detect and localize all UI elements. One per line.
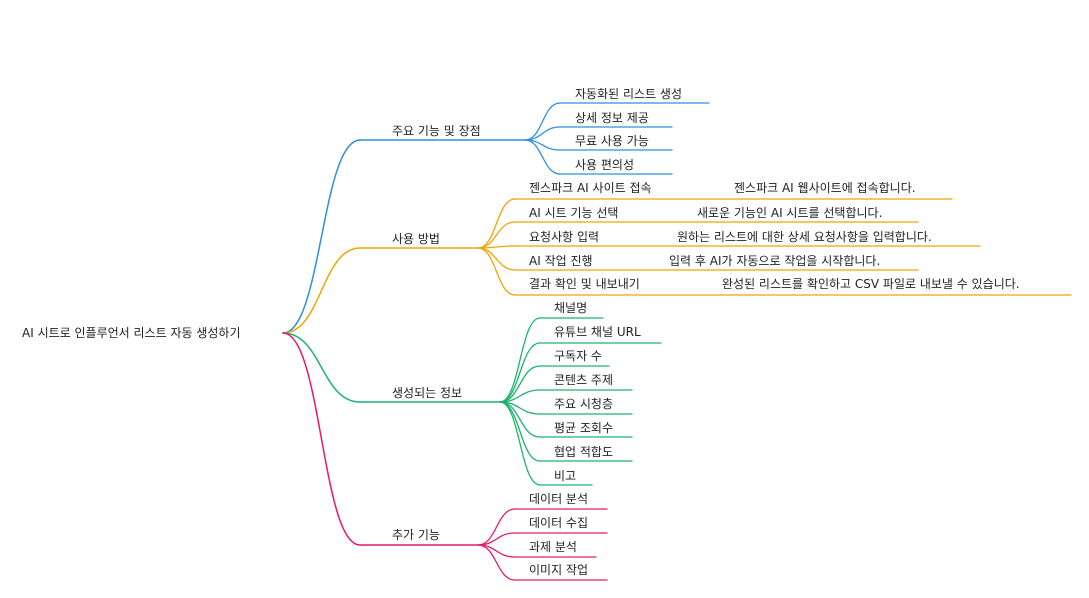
root-to-branch-connector <box>282 332 361 403</box>
leaf-extra-0[interactable]: 데이터 분석 <box>529 492 589 506</box>
leaf-usage-1-detail[interactable]: 새로운 기능인 AI 시트를 선택합니다. <box>697 206 883 220</box>
leaf-info-1[interactable]: 유튜브 채널 URL <box>554 325 641 339</box>
leaf-info-7[interactable]: 비고 <box>554 469 577 483</box>
branch-to-leaf-connector <box>477 221 516 249</box>
branch-to-leaf-connector <box>477 508 516 546</box>
leaf-usage-4[interactable]: 결과 확인 및 내보내기 <box>529 277 640 291</box>
root-to-branch-connector <box>282 332 361 546</box>
branch-to-leaf-connector <box>499 401 541 462</box>
leaf-info-4[interactable]: 주요 시청층 <box>554 397 614 411</box>
leaf-features-2[interactable]: 무료 사용 가능 <box>575 134 649 148</box>
branch-to-leaf-connector <box>499 342 541 403</box>
mindmap-connectors <box>282 102 1072 581</box>
branch-to-leaf-connector <box>499 365 541 403</box>
leaf-usage-4-detail[interactable]: 완성된 리스트를 확인하고 CSV 파일로 내보낼 수 있습니다. <box>722 277 1020 291</box>
branch-to-leaf-connector <box>477 247 516 296</box>
leaf-extra-1[interactable]: 데이터 수집 <box>529 516 589 530</box>
branch-usage[interactable]: 사용 방법 <box>392 232 440 246</box>
branch-to-leaf-connector <box>499 317 541 403</box>
leaf-usage-2-detail[interactable]: 원하는 리스트에 대한 상세 요청사항을 입력합니다. <box>677 230 932 244</box>
leaf-extra-2[interactable]: 과제 분석 <box>529 540 577 554</box>
branch-features[interactable]: 주요 기능 및 장점 <box>392 124 481 138</box>
branch-generated-info[interactable]: 생성되는 정보 <box>392 386 463 400</box>
leaf-features-0[interactable]: 자동화된 리스트 생성 <box>575 87 682 101</box>
leaf-features-3[interactable]: 사용 편의성 <box>575 158 635 172</box>
leaf-info-2[interactable]: 구독자 수 <box>554 349 602 363</box>
leaf-extra-3[interactable]: 이미지 작업 <box>529 563 589 577</box>
leaf-usage-0-detail[interactable]: 젠스파크 AI 웹사이트에 접속합니다. <box>734 181 916 195</box>
leaf-info-3[interactable]: 콘텐츠 주제 <box>554 373 614 387</box>
branch-to-leaf-connector <box>499 401 541 486</box>
leaf-usage-3[interactable]: AI 작업 진행 <box>529 254 593 268</box>
root-to-branch-connector <box>282 247 361 334</box>
leaf-info-5[interactable]: 평균 조회수 <box>554 421 614 435</box>
leaf-usage-0[interactable]: 젠스파크 AI 사이트 접속 <box>529 181 652 195</box>
leaf-usage-1[interactable]: AI 시트 기능 선택 <box>529 206 619 220</box>
branch-to-leaf-connector <box>524 139 561 175</box>
branch-to-leaf-connector <box>477 544 516 581</box>
root-to-branch-connector <box>282 139 361 334</box>
branch-to-leaf-connector <box>477 247 516 271</box>
branch-to-leaf-connector <box>524 102 561 141</box>
root-node[interactable]: AI 시트로 인플루언서 리스트 자동 생성하기 <box>22 326 241 340</box>
leaf-usage-3-detail[interactable]: 입력 후 AI가 자동으로 작업을 시작합니다. <box>669 254 881 268</box>
leaf-info-6[interactable]: 협업 적합도 <box>554 445 614 459</box>
branch-extra-features[interactable]: 추가 기능 <box>392 528 440 542</box>
leaf-features-1[interactable]: 상세 정보 제공 <box>575 111 649 125</box>
leaf-info-0[interactable]: 채널명 <box>554 301 588 315</box>
leaf-usage-2[interactable]: 요청사항 입력 <box>529 230 600 244</box>
